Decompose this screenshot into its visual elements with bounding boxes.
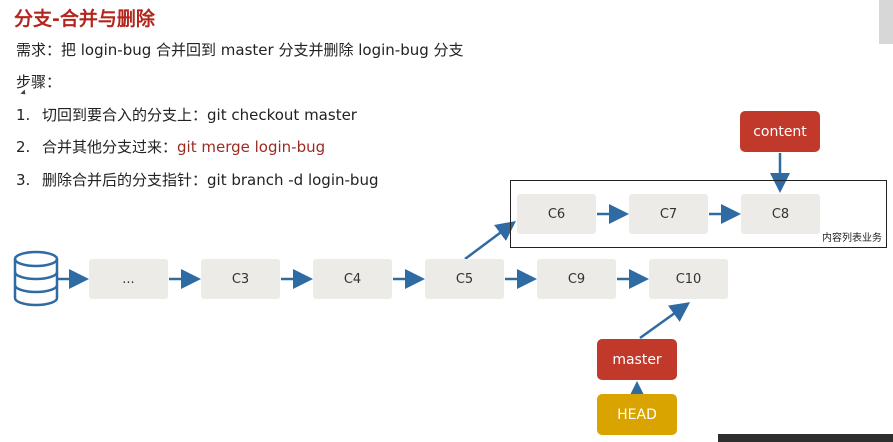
slide-title: 分支-合并与删除: [14, 8, 155, 30]
commit-node-c8: C8: [741, 194, 820, 234]
pointer-content: content: [740, 111, 820, 152]
branch-frame: 内容列表业务: [510, 180, 887, 248]
step-text: 删除合并后的分支指针：: [42, 171, 208, 189]
database-icon: [13, 250, 59, 307]
requirement-text: 需求：把 login-bug 合并回到 master 分支并删除 login-b…: [16, 41, 464, 59]
step-text: 切回到要合入的分支上：: [42, 106, 208, 124]
window-control-strip[interactable]: [879, 0, 893, 44]
bottom-overlay-bar: [718, 434, 893, 442]
step-number: 1.: [16, 106, 31, 124]
commit-node-c10: C10: [649, 259, 728, 299]
pointer-head: HEAD: [597, 394, 677, 435]
steps-heading: 步骤：: [16, 73, 62, 91]
step-2: 2. 合并其他分支过来：git merge login-bug: [16, 136, 325, 157]
commit-node-c7: C7: [629, 194, 708, 234]
step-number: 3.: [16, 171, 31, 189]
commit-node-c6: C6: [517, 194, 596, 234]
step-command: git branch -d login-bug: [207, 171, 379, 189]
commit-node-c9: C9: [537, 259, 616, 299]
frame-label: 内容列表业务: [822, 233, 882, 244]
step-text: 合并其他分支过来：: [42, 138, 178, 156]
commit-node-ellipsis: ...: [89, 259, 168, 299]
commit-node-c5: C5: [425, 259, 504, 299]
step-command: git merge login-bug: [177, 138, 326, 156]
commit-node-c4: C4: [313, 259, 392, 299]
step-number: 2.: [16, 138, 31, 156]
pointer-master: master: [597, 339, 677, 380]
step-1: 1. 切回到要合入的分支上：git checkout master: [16, 104, 357, 125]
commit-node-c3: C3: [201, 259, 280, 299]
step-command: git checkout master: [207, 106, 357, 124]
step-3: 3. 删除合并后的分支指针：git branch -d login-bug: [16, 169, 378, 190]
